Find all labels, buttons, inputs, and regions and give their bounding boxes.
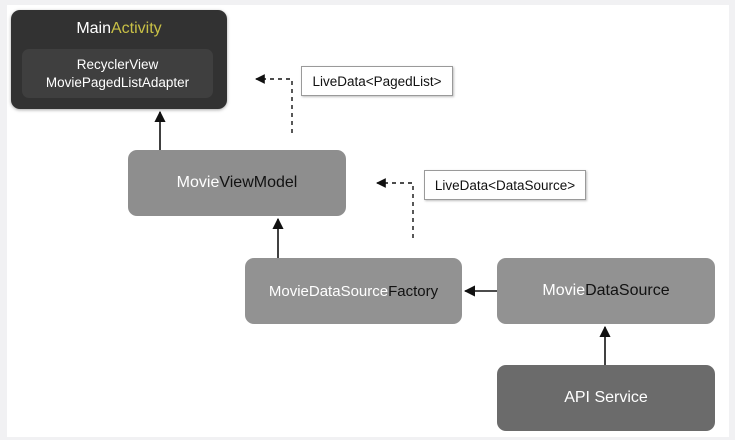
view-model-label-part2: ViewModel bbox=[219, 174, 298, 191]
adapter-label: MoviePagedListAdapter bbox=[45, 74, 190, 90]
main-activity-title-part1: Main bbox=[76, 20, 111, 37]
data-source-label-part1: Movie bbox=[542, 282, 586, 299]
factory-label-part2: Factory bbox=[388, 282, 439, 300]
recycler-view-label: RecyclerView bbox=[76, 56, 159, 72]
live-data-paged-list-label: LiveData<PagedList> bbox=[301, 66, 453, 96]
dashed-arrow-paged-list bbox=[255, 74, 293, 133]
factory-label-part1: MovieDataSource bbox=[268, 282, 389, 300]
recycler-view-box: RecyclerView MoviePagedListAdapter bbox=[22, 49, 213, 98]
api-service-label: API Service bbox=[564, 389, 648, 406]
dashed-arrow-data-source bbox=[376, 178, 414, 238]
main-activity-node: MainActivity RecyclerView MoviePagedList… bbox=[11, 10, 227, 109]
main-activity-title: MainActivity bbox=[11, 20, 227, 38]
api-service-node: API Service bbox=[497, 365, 715, 431]
data-source-label-part2: DataSource bbox=[585, 282, 670, 299]
main-activity-title-part2: Activity bbox=[111, 20, 162, 37]
view-model-label-part1: Movie bbox=[176, 174, 220, 191]
live-data-data-source-label: LiveData<DataSource> bbox=[424, 170, 586, 200]
